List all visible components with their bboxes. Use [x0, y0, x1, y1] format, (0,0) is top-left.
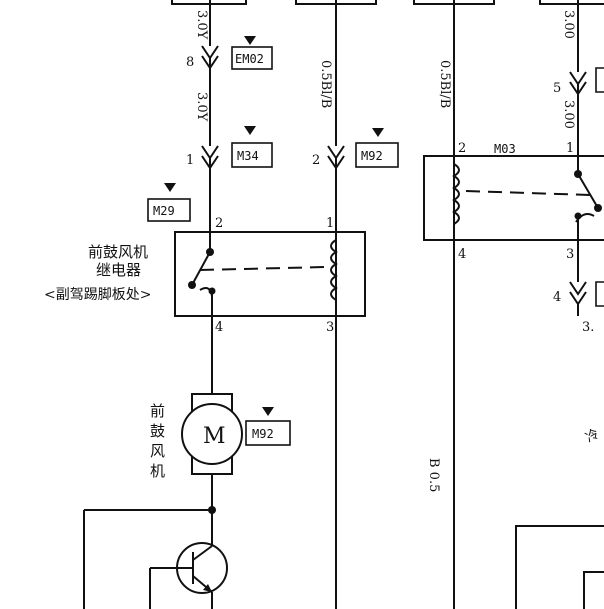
connector-tag-m92-motor	[245, 407, 291, 446]
motor-symbol: M	[203, 424, 226, 449]
pin-1-label: 1	[186, 153, 194, 168]
relay-label-line1: 前鼓风机	[88, 243, 148, 261]
relay-pin-4: 4	[215, 320, 223, 335]
connector-m92-label: M92	[361, 149, 383, 163]
transistor	[83, 509, 228, 609]
blower-motor	[181, 316, 243, 514]
wire-2-label: 0.5Bl/B	[318, 60, 333, 108]
wire-4-top-label: 3.00	[561, 10, 576, 39]
connector-tag-m34	[231, 126, 273, 168]
connector-m92-motor-label: M92	[252, 427, 274, 441]
motor-label-char-4: 机	[150, 462, 165, 480]
pin-5-label: 5	[553, 81, 561, 96]
connector-m03-label: M03	[494, 142, 516, 156]
relay-label-line3: <副驾踢脚板处>	[44, 287, 151, 303]
relay-pin-1: 1	[326, 216, 334, 231]
top-connector-stubs	[171, 0, 604, 5]
wire-1-top-label: 3.0Y	[194, 10, 209, 40]
relay-pin-2: 2	[215, 216, 223, 231]
relay-m03-pin-4: 4	[458, 247, 466, 262]
wire-3-label: 0.5Bl/B	[437, 60, 452, 108]
connector-m29-label: M29	[153, 204, 175, 218]
bottom-right-box	[515, 525, 604, 609]
wire-1-mid-label: 3.0Y	[194, 92, 209, 122]
connector-em02-label: EM02	[235, 52, 264, 66]
motor-label-char-3: 风	[150, 442, 165, 460]
relay-m03-pin-1: 1	[566, 141, 574, 156]
pin-8-label: 8	[186, 55, 194, 70]
connector-m34-label: M34	[237, 149, 259, 163]
wire-4-bottom-label: 3.	[582, 320, 594, 335]
wire-4-mid-label: 3.00	[561, 100, 576, 129]
motor-label-char-1: 前	[150, 402, 165, 420]
wire-1	[201, 0, 219, 232]
motor-label-char-2: 鼓	[150, 422, 165, 440]
connector-tag-m92-top	[355, 128, 399, 168]
connector-tag-em02	[231, 36, 273, 70]
relay-m03-pin-2: 2	[458, 141, 466, 156]
blower-relay-box	[174, 231, 366, 317]
connector-tag-m29	[147, 183, 191, 222]
relay-pin-3: 3	[326, 320, 334, 335]
cold-char: 冷	[583, 426, 602, 445]
relay-m03-box	[423, 155, 604, 241]
relay-label-line2: 继电器	[96, 261, 141, 279]
ground-wire-label: B 0.5	[426, 458, 441, 492]
pin-4-right-label: 4	[553, 290, 561, 305]
pin-2-label: 2	[312, 153, 320, 168]
relay-m03-pin-3: 3	[566, 247, 574, 262]
wire-4	[569, 0, 604, 316]
